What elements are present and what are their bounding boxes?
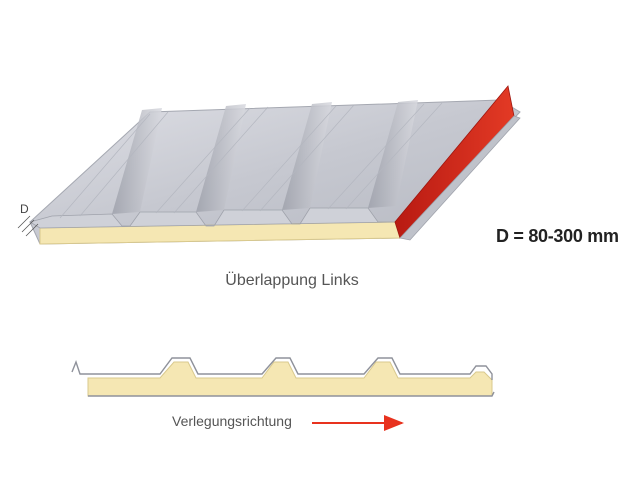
panel-rib-2 — [196, 104, 246, 212]
laying-direction-label: Verlegungsrichtung — [172, 413, 292, 429]
cross-section-core — [87, 361, 493, 397]
panel-rib-3 — [282, 102, 332, 210]
overlap-caption: Überlappung Links — [225, 272, 359, 289]
panel-overlap-lip — [399, 115, 521, 241]
thickness-symbol: D — [20, 202, 29, 216]
panel-cross-section — [71, 357, 495, 397]
cross-section-bottom-skin — [88, 391, 495, 397]
panel-rib-4 — [368, 100, 418, 208]
panel-rib-1 — [112, 108, 162, 214]
panel-surface-lines — [59, 102, 443, 219]
cross-section-top-skin — [71, 357, 493, 380]
thickness-range-label: D = 80-300 mm — [496, 226, 619, 246]
thickness-dimension — [17, 215, 39, 237]
panel-3d — [17, 85, 521, 245]
